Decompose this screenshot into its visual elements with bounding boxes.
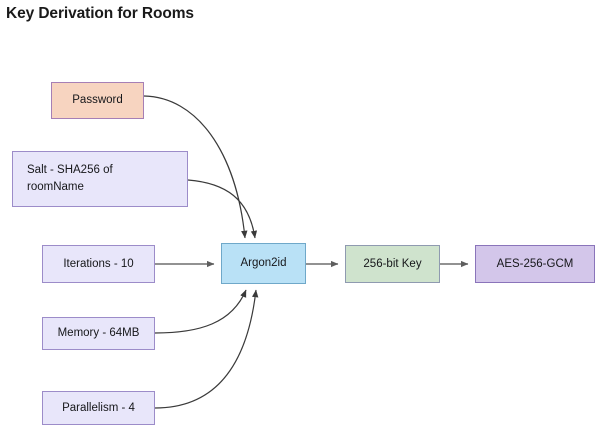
node-password-label: Password xyxy=(72,94,123,107)
node-aes-256-gcm-label: AES-256-GCM xyxy=(496,257,574,270)
node-memory-label: Memory - 64MB xyxy=(57,327,140,340)
node-password[interactable]: Password xyxy=(51,82,144,119)
node-parallelism[interactable]: Parallelism - 4 xyxy=(42,391,155,425)
node-iterations-label: Iterations - 10 xyxy=(63,257,134,270)
node-salt-label-line1: Salt - SHA256 of xyxy=(27,164,113,177)
node-salt-label-line2: roomName xyxy=(27,181,84,193)
node-argon2id[interactable]: Argon2id xyxy=(221,243,306,284)
edge-parallelism-to-argon2id xyxy=(154,289,259,409)
node-salt[interactable]: Salt - SHA256 of roomName xyxy=(12,151,188,207)
edge-memory-to-argon2id xyxy=(154,289,247,334)
node-argon2id-label: Argon2id xyxy=(240,257,287,270)
node-memory[interactable]: Memory - 64MB xyxy=(42,317,155,350)
node-256-bit-key[interactable]: 256-bit Key xyxy=(345,245,440,283)
edge-salt-to-argon2id xyxy=(187,179,258,239)
node-parallelism-label: Parallelism - 4 xyxy=(62,401,135,414)
node-iterations[interactable]: Iterations - 10 xyxy=(42,245,155,283)
page-title: Key Derivation for Rooms xyxy=(6,5,194,22)
node-256-bit-key-label: 256-bit Key xyxy=(363,257,422,270)
edge-password-to-argon2id xyxy=(143,95,248,239)
node-aes-256-gcm[interactable]: AES-256-GCM xyxy=(475,245,595,283)
